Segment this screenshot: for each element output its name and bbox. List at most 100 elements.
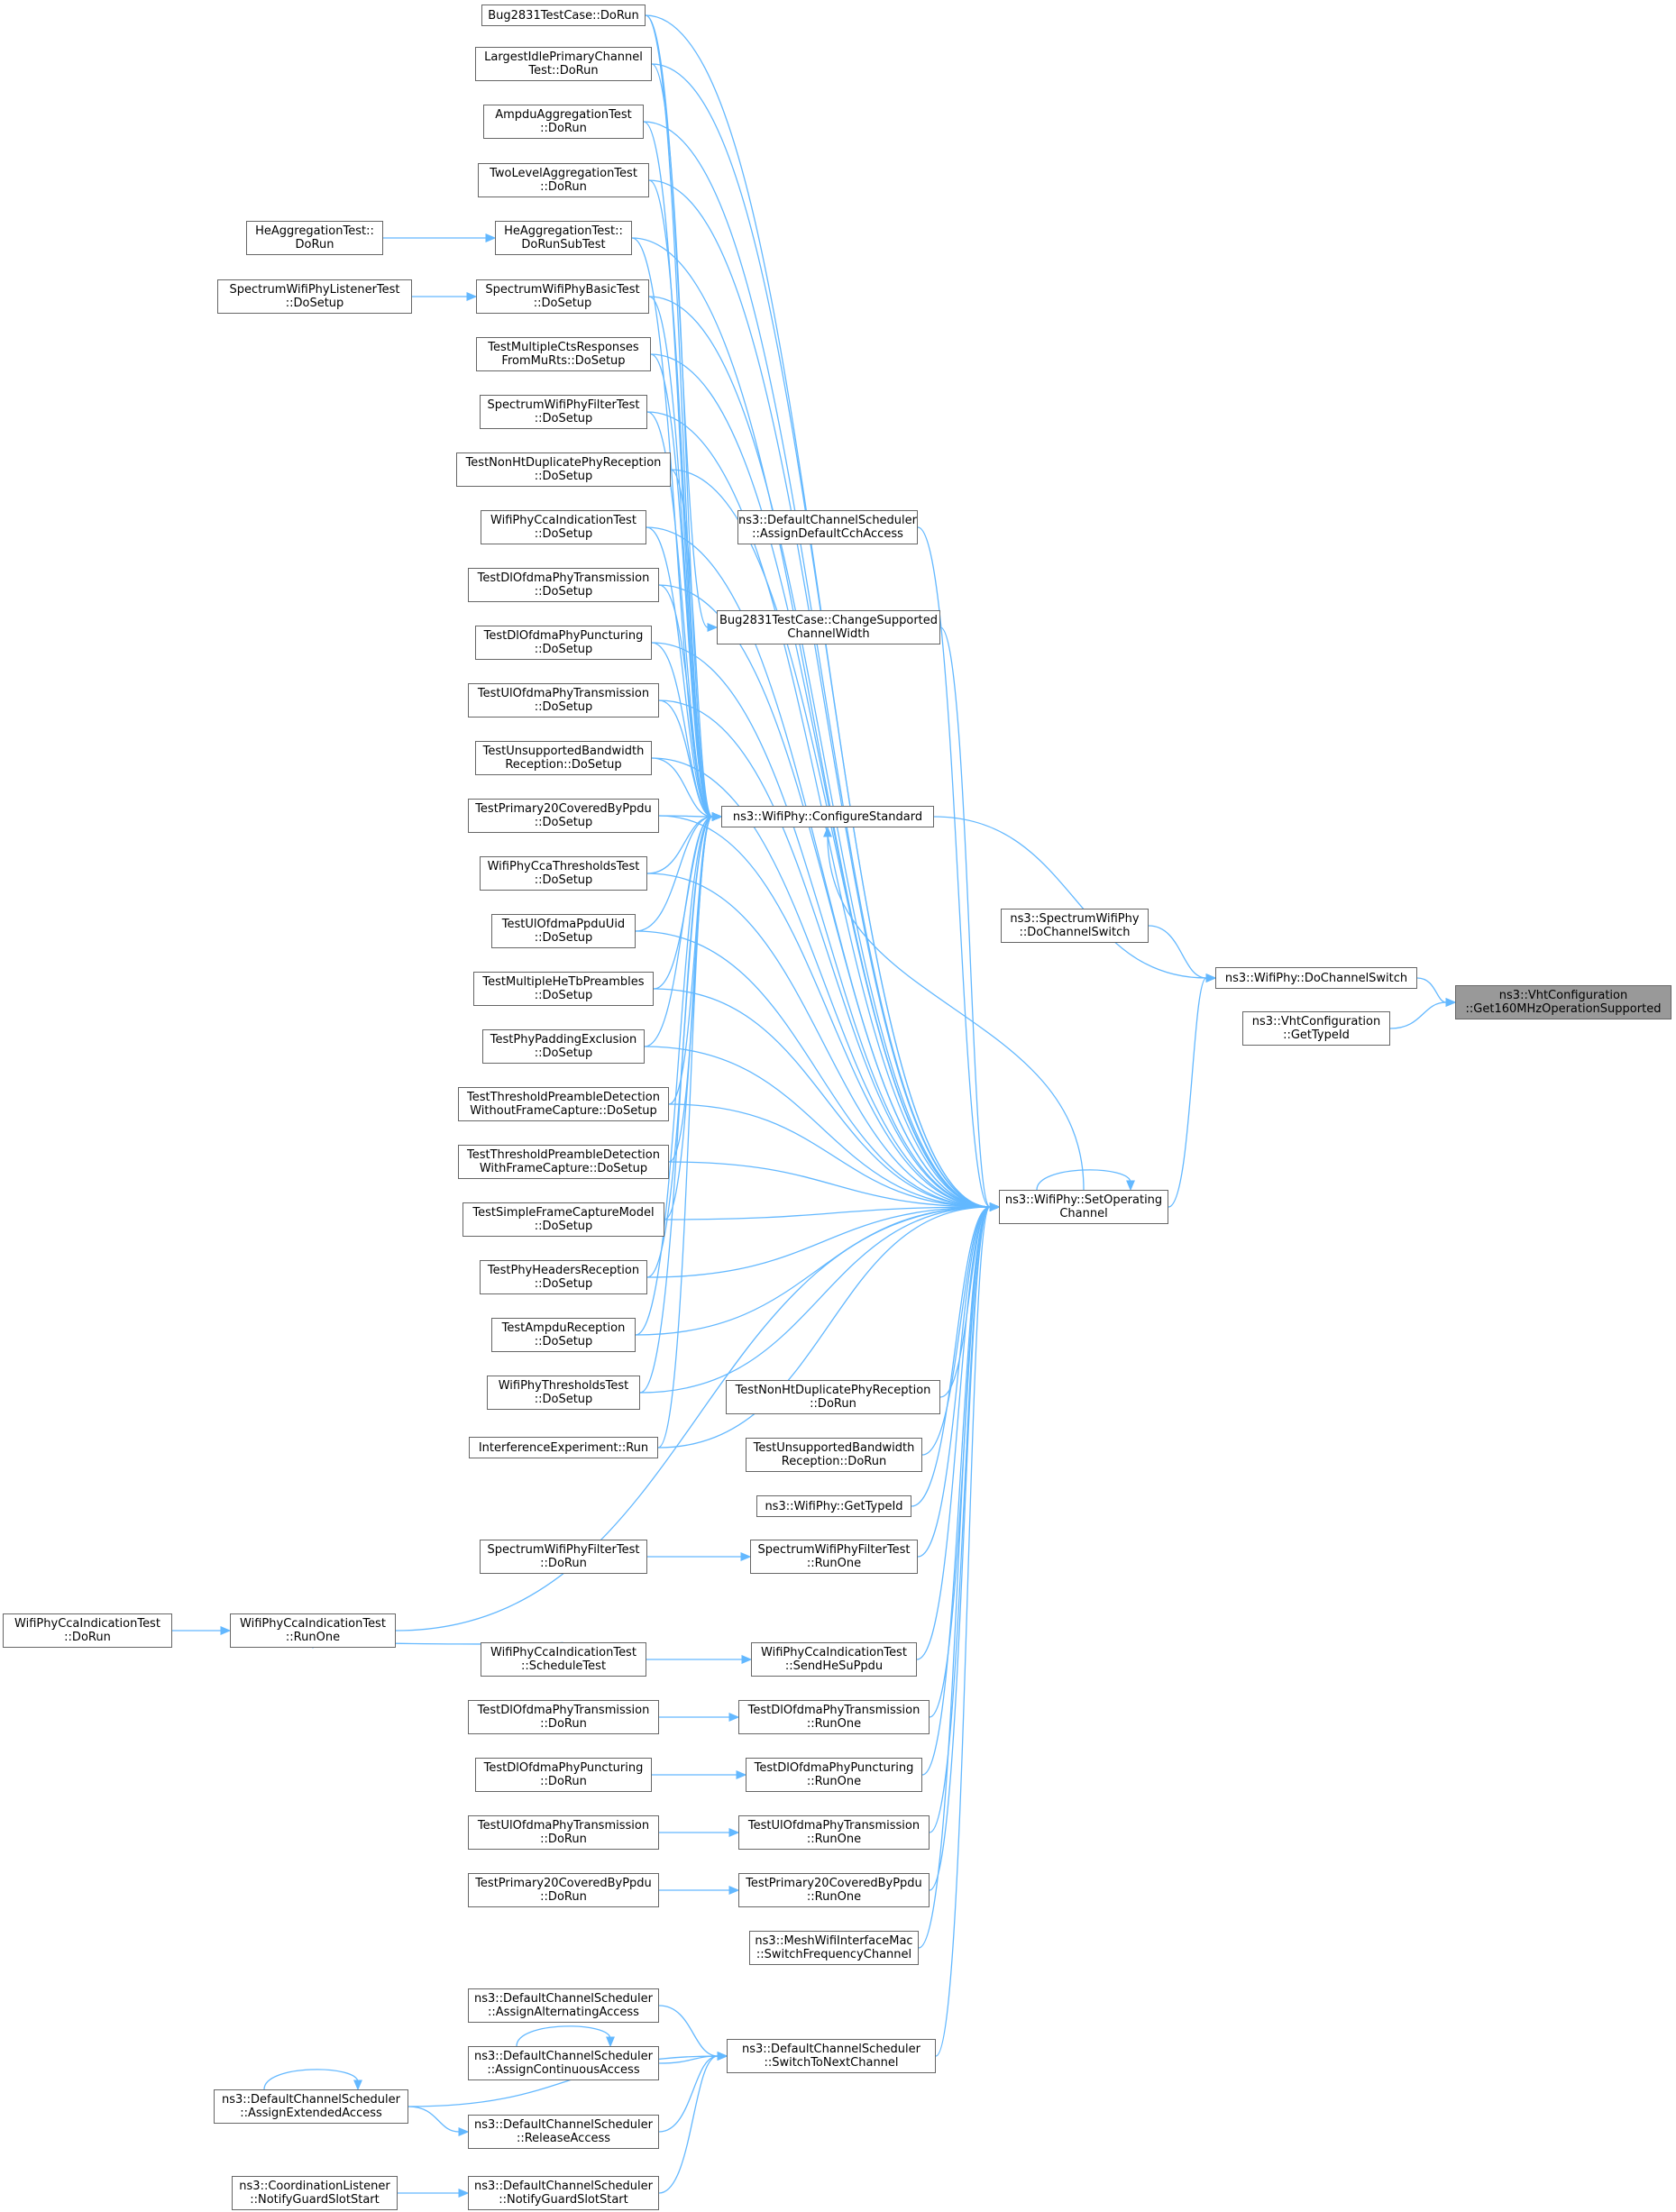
node-cca-sendhesu[interactable]: WifiPhyCcaIndicationTest::SendHeSuPpdu <box>751 1642 917 1677</box>
node-cca-dorun[interactable]: WifiPhyCcaIndicationTest::DoRun <box>3 1613 172 1648</box>
call-edge <box>658 2055 719 2194</box>
node-mesh-switch[interactable]: ns3::MeshWifiInterfaceMac::SwitchFrequen… <box>749 1931 919 1965</box>
node-he-subtest[interactable]: HeAggregationTest::DoRunSubTest <box>495 221 632 255</box>
node-dl-punct-setup[interactable]: TestDlOfdmaPhyPuncturing::DoSetup <box>475 626 652 660</box>
node-release[interactable]: ns3::DefaultChannelScheduler::ReleaseAcc… <box>468 2115 659 2149</box>
node-spectrum-dochannelswitch[interactable]: ns3::SpectrumWifiPhy::DoChannelSwitch <box>1001 909 1149 943</box>
node-ampdu-recv[interactable]: TestAmpduReception::DoSetup <box>491 1318 636 1352</box>
node-guardslot-sched[interactable]: ns3::DefaultChannelScheduler::NotifyGuar… <box>468 2176 659 2210</box>
call-edge <box>1389 1001 1447 1029</box>
node-label-line: AmpduAggregationTest <box>495 108 632 122</box>
call-edge <box>658 815 991 1208</box>
node-nonht-setup[interactable]: TestNonHtDuplicatePhyReception::DoSetup <box>456 452 671 487</box>
node-root: ns3::VhtConfiguration::Get160MHzOperatio… <box>1455 985 1671 1019</box>
node-ul-trans-dorun[interactable]: TestUlOfdmaPhyTransmission::DoRun <box>468 1815 659 1850</box>
node-configurestandard[interactable]: ns3::WifiPhy::ConfigureStandard <box>721 806 934 827</box>
call-edge <box>1148 925 1207 979</box>
node-bug-dorun[interactable]: Bug2831TestCase::DoRun <box>481 5 646 26</box>
node-label-line: TestDlOfdmaPhyPuncturing <box>483 629 644 643</box>
node-switchnext[interactable]: ns3::DefaultChannelScheduler::SwitchToNe… <box>727 2039 936 2073</box>
node-gettypeid-vht[interactable]: ns3::VhtConfiguration::GetTypeId <box>1242 1011 1390 1046</box>
node-wifiphy-gettypeid[interactable]: ns3::WifiPhy::GetTypeId <box>756 1495 911 1517</box>
node-label-line: ns3::DefaultChannelScheduler <box>742 2043 920 2056</box>
edge-arrowhead <box>1205 973 1217 983</box>
node-label-line: ::DoSetup <box>534 1220 593 1233</box>
node-label-line: ns3::WifiPhy::GetTypeId <box>765 1499 903 1513</box>
node-spec-filter-dorun[interactable]: SpectrumWifiPhyFilterTest::DoRun <box>480 1540 647 1574</box>
node-twolevel[interactable]: TwoLevelAggregationTest::DoRun <box>478 163 649 197</box>
node-cca-ind-setup[interactable]: WifiPhyCcaIndicationTest::DoSetup <box>481 510 646 544</box>
node-cca-schedule[interactable]: WifiPhyCcaIndicationTest::ScheduleTest <box>481 1642 646 1677</box>
node-label-line: ns3::DefaultChannelScheduler <box>474 2180 653 2193</box>
node-label-line: ::DoRun <box>540 1717 587 1731</box>
node-headers[interactable]: TestPhyHeadersReception::DoSetup <box>480 1260 647 1294</box>
node-label-line: FromMuRts::DoSetup <box>501 354 626 368</box>
node-dl-trans-setup[interactable]: TestDlOfdmaPhyTransmission::DoSetup <box>468 568 659 602</box>
node-interference[interactable]: InterferenceExperiment::Run <box>469 1437 658 1458</box>
call-edge <box>653 816 713 990</box>
node-he-dorun[interactable]: HeAggregationTest::DoRun <box>246 221 383 255</box>
node-label-line: TestNonHtDuplicatePhyReception <box>465 456 662 470</box>
node-spec-filter-setup[interactable]: SpectrumWifiPhyFilterTest::DoSetup <box>480 395 647 429</box>
node-dl-punct-runone[interactable]: TestDlOfdmaPhyPuncturing::RunOne <box>746 1758 922 1792</box>
edge-arrowhead <box>485 233 497 242</box>
node-padding[interactable]: TestPhyPaddingExclusion::DoSetup <box>482 1029 645 1064</box>
node-label-line: TestAmpduReception <box>501 1321 626 1335</box>
node-label-line: TestPrimary20CoveredByPpdu <box>746 1877 922 1890</box>
call-edge <box>668 816 713 1105</box>
node-label-line: ::GetTypeId <box>1283 1028 1350 1042</box>
node-simplecapture[interactable]: TestSimpleFrameCaptureModel::DoSetup <box>463 1202 664 1237</box>
node-wifi-thresh[interactable]: WifiPhyThresholdsTest::DoSetup <box>487 1376 640 1410</box>
node-label-line: ns3::MeshWifiInterfaceMac <box>755 1934 913 1948</box>
call-edge <box>639 1206 991 1394</box>
node-spec-filter-runone[interactable]: SpectrumWifiPhyFilterTest::RunOne <box>750 1540 918 1574</box>
call-edge <box>516 2025 611 2047</box>
node-prim20-runone[interactable]: TestPrimary20CoveredByPpdu::RunOne <box>738 1873 930 1907</box>
call-edge <box>657 816 713 1449</box>
node-cca-thresh-setup[interactable]: WifiPhyCcaThresholdsTest::DoSetup <box>480 856 647 891</box>
node-ul-ppduuid[interactable]: TestUlOfdmaPpduUid::DoSetup <box>491 914 636 948</box>
node-nonht-dorun[interactable]: TestNonHtDuplicatePhyReception::DoRun <box>726 1380 940 1414</box>
node-alternating[interactable]: ns3::DefaultChannelScheduler::AssignAlte… <box>468 1988 659 2023</box>
node-continuous[interactable]: ns3::DefaultChannelScheduler::AssignCont… <box>468 2046 659 2080</box>
node-label-line: TestUlOfdmaPhyTransmission <box>747 1819 920 1833</box>
node-guardslot-coord[interactable]: ns3::CoordinationListener::NotifyGuardSl… <box>232 2176 398 2210</box>
node-label-line: ::DoChannelSwitch <box>1019 926 1131 939</box>
edge-arrowhead <box>606 2036 615 2048</box>
node-prim20-dorun[interactable]: TestPrimary20CoveredByPpdu::DoRun <box>468 1873 659 1907</box>
node-extended[interactable]: ns3::DefaultChannelScheduler::AssignExte… <box>214 2089 408 2124</box>
node-dl-trans-runone[interactable]: TestDlOfdmaPhyTransmission::RunOne <box>738 1700 930 1734</box>
node-label-line: TestMultipleHeTbPreambles <box>482 975 645 989</box>
node-dl-punct-dorun[interactable]: TestDlOfdmaPhyPuncturing::DoRun <box>475 1758 652 1792</box>
node-cca-runone[interactable]: WifiPhyCcaIndicationTest::RunOne <box>230 1613 396 1648</box>
node-spec-listener[interactable]: SpectrumWifiPhyListenerTest::DoSetup <box>217 279 412 314</box>
node-ul-trans-setup[interactable]: TestUlOfdmaPhyTransmission::DoSetup <box>468 683 659 718</box>
call-edge <box>921 1206 991 1776</box>
call-edge <box>658 2055 719 2133</box>
node-spec-basic[interactable]: SpectrumWifiPhyBasicTest::DoSetup <box>476 279 649 314</box>
node-assigndefaultcch[interactable]: ns3::DefaultChannelScheduler::AssignDefa… <box>737 510 918 544</box>
node-ul-trans-runone[interactable]: TestUlOfdmaPhyTransmission::RunOne <box>738 1815 930 1850</box>
node-label-line: ::DoSetup <box>534 1393 593 1406</box>
node-label-line: ns3::VhtConfiguration <box>1498 989 1628 1002</box>
node-dochannelswitch[interactable]: ns3::WifiPhy::DoChannelSwitch <box>1215 967 1417 989</box>
call-edge <box>658 584 991 1208</box>
node-label-line: ::DoRun <box>64 1631 111 1644</box>
node-label-line: TestPhyHeadersReception <box>487 1264 640 1277</box>
node-multihetb[interactable]: TestMultipleHeTbPreambles::DoSetup <box>473 972 654 1006</box>
call-edge <box>917 1206 991 1558</box>
node-label-line: TestDlOfdmaPhyTransmission <box>477 571 650 585</box>
node-dl-trans-dorun[interactable]: TestDlOfdmaPhyTransmission::DoRun <box>468 1700 659 1734</box>
node-prim20-setup[interactable]: TestPrimary20CoveredByPpdu::DoSetup <box>468 799 659 833</box>
node-ampdu-agg[interactable]: AmpduAggregationTest::DoRun <box>483 105 644 139</box>
call-edge <box>921 1206 991 1456</box>
